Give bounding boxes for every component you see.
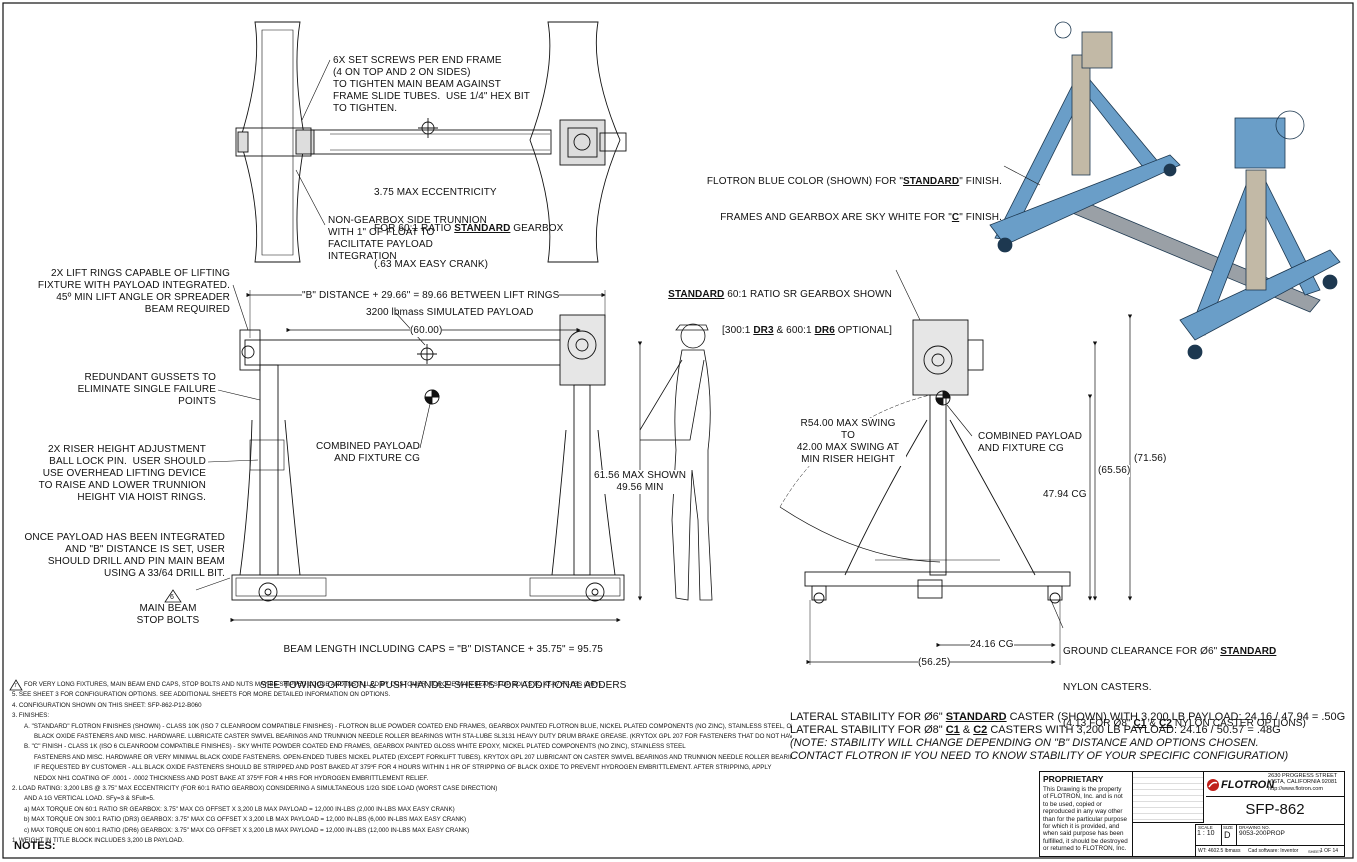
note-line: B. "C" FINISH - CLASS 1K (ISO 6 CLEANROO… bbox=[24, 743, 686, 751]
tolerance-box bbox=[1133, 772, 1204, 823]
weight-value: WT: 4602.5 lbmass bbox=[1198, 848, 1241, 854]
ground-line-2: NYLON CASTERS. bbox=[1063, 682, 1152, 693]
eccentricity-line-3: (.63 MAX EASY CRANK) bbox=[374, 259, 489, 270]
flag-7: 7 bbox=[14, 683, 17, 689]
proprietary-text: This Drawing is the property of FLOTRON,… bbox=[1043, 786, 1128, 853]
eccentricity-line-1: 3.75 MAX ECCENTRICITY bbox=[374, 187, 497, 198]
sheet-value: 1 OF 14 bbox=[1320, 848, 1339, 854]
footer-row: WT: 4602.5 lbmass Cad software: Inventor… bbox=[1195, 845, 1345, 857]
dim-60: (60.00) bbox=[410, 325, 443, 337]
scale-value: 1 : 10 bbox=[1197, 830, 1215, 837]
beam-length-note: BEAM LENGTH INCLUDING CAPS = "B" DISTANC… bbox=[260, 620, 626, 704]
note-line: 3. FINISHES: bbox=[12, 712, 50, 720]
stop-bolts-note: MAIN BEAM STOP BOLTS bbox=[136, 603, 200, 626]
gearbox-note: STANDARD 60:1 RATIO SR GEARBOX SHOWN [30… bbox=[660, 265, 892, 349]
note-line: 4. CONFIGURATION SHOWN ON THIS SHEET: SF… bbox=[12, 701, 202, 709]
software-value: Cad software: Inventor bbox=[1248, 848, 1299, 854]
simulated-payload-label: 3200 lbmass SIMULATED PAYLOAD bbox=[366, 307, 534, 318]
swing-note: R54.00 MAX SWING TO 42.00 MAX SWING AT M… bbox=[790, 418, 906, 466]
dim-4794: 47.94 CG bbox=[1043, 489, 1087, 501]
gearbox-line-2: [300:1 DR3 & 600:1 DR6 OPTIONAL] bbox=[722, 325, 892, 336]
note-line: c) MAX TORQUE ON 600:1 RATIO (DR6) GEARB… bbox=[24, 826, 470, 834]
stability-line-2: LATERAL STABILITY FOR Ø8" C1 & C2 CASTER… bbox=[790, 724, 1281, 736]
note-line: FOR VERY LONG FIXTURES, MAIN BEAM END CA… bbox=[24, 681, 603, 688]
stability-line-4: CONTACT FLOTRON IF YOU NEED TO KNOW STAB… bbox=[790, 750, 1289, 762]
eccentricity-note: 3.75 MAX ECCENTRICITY FOR 60:1 RATIO STA… bbox=[374, 163, 563, 283]
height-dimension: 61.56 MAX SHOWN 49.56 MIN bbox=[592, 470, 688, 494]
flag-6: 6 bbox=[170, 594, 174, 601]
color-line-2: FRAMES AND GEARBOX ARE SKY WHITE FOR "C"… bbox=[720, 212, 1002, 223]
note-line: 1. WEIGHT IN TITLE BLOCK INCLUDES 3,200 … bbox=[12, 837, 184, 845]
scale-label: SCALE bbox=[1198, 825, 1213, 830]
front-view bbox=[230, 290, 713, 623]
color-line-1: FLOTRON BLUE COLOR (SHOWN) FOR "STANDARD… bbox=[706, 176, 1002, 187]
note-line: BLACK OXIDE FASTENERS AND MISC. HARDWARE… bbox=[34, 733, 792, 741]
b-distance-dimension: "B" DISTANCE + 29.66" = 89.66 BETWEEN LI… bbox=[302, 290, 560, 302]
towing-line: SEE TOWING OPTION & PUSH HANDLE SHEETS F… bbox=[260, 680, 627, 691]
dwgno-label: DRAWING NO. bbox=[1239, 825, 1270, 830]
logo-swoosh-icon bbox=[1207, 779, 1219, 791]
combined-cg-right-note: COMBINED PAYLOAD AND FIXTURE CG bbox=[978, 431, 1083, 454]
company-address: 2630 PROGRESS STREET VISTA, CALIFORNIA 9… bbox=[1268, 773, 1338, 792]
stability-block: LATERAL STABILITY FOR Ø6" STANDARD CASTE… bbox=[790, 711, 1345, 763]
sheet-label: SHEET bbox=[1308, 849, 1322, 854]
stability-line-3: (NOTE: STABILITY WILL CHANGE DEPENDING O… bbox=[790, 737, 1259, 749]
note-line: b) MAX TORQUE ON 300:1 RATIO (DR3) GEARB… bbox=[24, 816, 467, 824]
note-line: FASTENERS AND MISC. HARDWARE OR VERY MIN… bbox=[34, 753, 792, 761]
note-line: NEDOX NH1 COATING OF .0001 - .0002 THICK… bbox=[34, 774, 429, 782]
note-line: A. "STANDARD" FLOTRON FINISHES (SHOWN) -… bbox=[24, 722, 792, 730]
note-line: a) MAX TORQUE ON 60:1 RATIO SR GEARBOX: … bbox=[24, 805, 455, 813]
isometric-view bbox=[989, 21, 1341, 360]
dim-7156: (71.56) bbox=[1134, 453, 1167, 465]
scale-cell: SCALE 1 : 10 bbox=[1195, 824, 1221, 845]
proprietary-title: PROPRIETARY bbox=[1043, 774, 1104, 784]
size-value: D bbox=[1224, 830, 1231, 840]
ground-line-1: GROUND CLEARANCE FOR Ø6" STANDARD bbox=[1063, 646, 1277, 657]
notes-block: 7 FOR VERY LONG FIXTURES, MAIN BEAM END … bbox=[12, 680, 792, 847]
revision-flags bbox=[9, 589, 182, 691]
note-line: AND A 1G VERTICAL LOAD. SFy=3 & SFult=5. bbox=[24, 795, 155, 803]
color-finish-note: FLOTRON BLUE COLOR (SHOWN) FOR "STANDARD… bbox=[700, 152, 1002, 236]
note-line: 2. LOAD RATING: 3,200 LBS @ 3.75" MAX EC… bbox=[12, 785, 498, 793]
ground-line-3: (4.13 FOR Ø8" C1 & C2 NYLON CASTER OPTIO… bbox=[1063, 718, 1306, 729]
size-cell: SIZE D bbox=[1221, 824, 1236, 845]
side-view bbox=[779, 314, 1133, 665]
trunnion-note: NON-GEARBOX SIDE TRUNNION WITH 1" OF FLO… bbox=[328, 215, 487, 262]
riser-pin-note: 2X RISER HEIGHT ADJUSTMENT BALL LOCK PIN… bbox=[38, 444, 206, 503]
ground-clearance-note: GROUND CLEARANCE FOR Ø6" STANDARD NYLON … bbox=[1063, 622, 1306, 742]
lift-rings-note: 2X LIFT RINGS CAPABLE OF LIFTING FIXTURE… bbox=[37, 268, 230, 315]
top-view bbox=[235, 21, 627, 263]
size-label: SIZE bbox=[1223, 825, 1234, 830]
note-line: 5. SEE SHEET 3 FOR CONFIGURATION OPTIONS… bbox=[12, 691, 391, 699]
drawing-id: SFP-862 bbox=[1206, 796, 1344, 823]
eccentricity-line-2: FOR 60:1 RATIO STANDARD GEARBOX bbox=[374, 223, 564, 234]
dim-5625: (56.25) bbox=[918, 657, 951, 669]
dwgno-value: 9053-200PROP bbox=[1239, 830, 1285, 837]
title-block: PROPRIETARY This Drawing is the property… bbox=[1039, 771, 1345, 857]
beam-length-line: BEAM LENGTH INCLUDING CAPS = "B" DISTANC… bbox=[283, 644, 603, 655]
gearbox-line-1: STANDARD 60:1 RATIO SR GEARBOX SHOWN bbox=[668, 289, 892, 300]
combined-cg-left-note: COMBINED PAYLOAD AND FIXTURE CG bbox=[315, 441, 420, 464]
human-figure bbox=[639, 323, 713, 601]
dim-6556: (65.56) bbox=[1098, 465, 1131, 477]
flotron-logo: FLOTRON bbox=[1206, 775, 1274, 795]
logo-text: FLOTRON bbox=[1221, 779, 1275, 791]
proprietary-box: PROPRIETARY This Drawing is the property… bbox=[1040, 772, 1133, 856]
dwgno-cell: DRAWING NO. 9053-200PROP bbox=[1236, 824, 1345, 845]
notes-title: NOTES: bbox=[14, 840, 56, 852]
note-line: IF REQUESTED BY CUSTOMER - ALL BLACK OXI… bbox=[34, 764, 772, 772]
gussets-note: REDUNDANT GUSSETS TO ELIMINATE SINGLE FA… bbox=[77, 372, 216, 407]
dim-2416: 24.16 CG bbox=[970, 639, 1014, 651]
drill-pin-note: ONCE PAYLOAD HAS BEEN INTEGRATED AND "B"… bbox=[24, 532, 225, 579]
set-screws-note: 6X SET SCREWS PER END FRAME (4 ON TOP AN… bbox=[333, 55, 531, 114]
stability-line-1: LATERAL STABILITY FOR Ø6" STANDARD CASTE… bbox=[790, 711, 1346, 723]
